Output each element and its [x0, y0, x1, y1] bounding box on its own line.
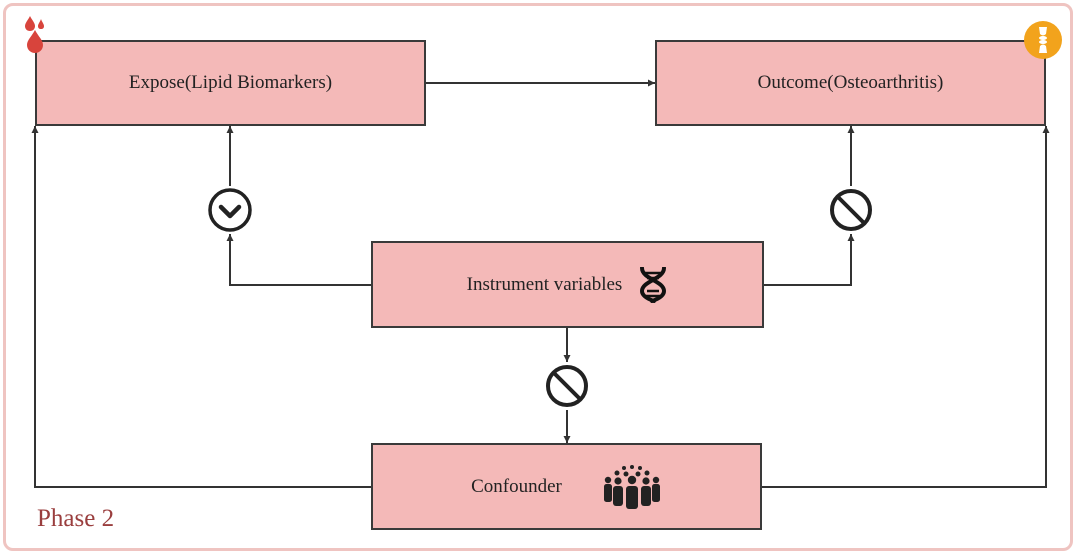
- outcome-node: Outcome(Osteoarthritis): [655, 40, 1046, 126]
- outcome-label: Outcome(Osteoarthritis): [757, 72, 944, 93]
- confounder-node: Confounder: [371, 443, 762, 530]
- blood-drops-icon: [22, 16, 48, 54]
- edge-instrument-to-outcome-lower: [764, 234, 855, 286]
- prohibited-icon: [546, 365, 588, 407]
- diagram-frame: [3, 3, 1073, 551]
- instrument-label: Instrument variables: [466, 273, 623, 295]
- prohibited-icon: [830, 189, 872, 231]
- joint-bone-icon: [1024, 21, 1062, 59]
- edge-confounder-to-exposure: [31, 126, 371, 488]
- check-circle-icon: [208, 188, 252, 232]
- crowd-icon: [602, 464, 662, 509]
- instrument-node: Instrument variables: [371, 241, 764, 328]
- dna-icon: [638, 265, 668, 303]
- phase-label: Phase 2: [37, 505, 115, 532]
- exposure-node: Expose(Lipid Biomarkers): [35, 40, 426, 126]
- exposure-label: Expose(Lipid Biomarkers): [128, 72, 333, 93]
- confounder-label: Confounder: [471, 475, 562, 497]
- edge-confounder-to-outcome: [762, 126, 1050, 488]
- edge-instrument-to-exposure-lower: [226, 234, 371, 286]
